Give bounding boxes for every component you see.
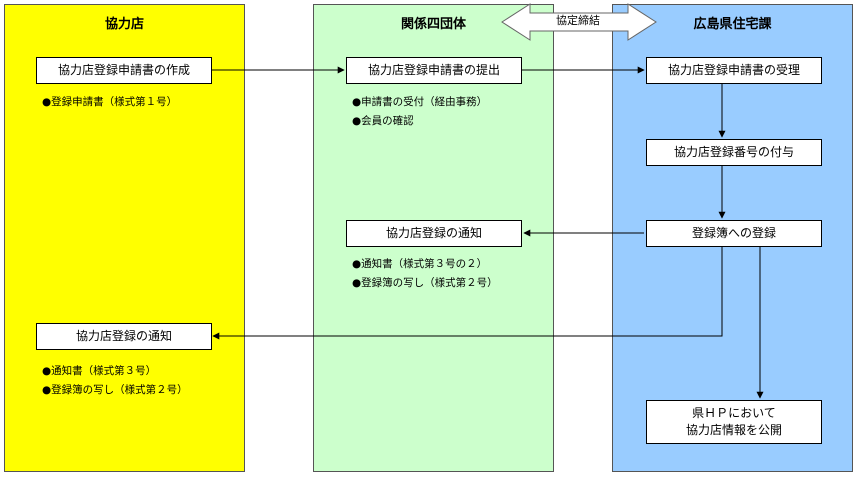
- box-register-ledger: 登録簿への登録: [646, 220, 822, 247]
- box-create-application: 協力店登録申請書の作成: [36, 57, 212, 84]
- lane-title-groups: 関係四団体: [400, 17, 466, 32]
- box-notify-groups: 協力店登録の通知: [346, 220, 522, 247]
- note-item: 登録申請書（様式第１号）: [42, 93, 177, 112]
- note-notify-groups: 通知書（様式第３号の２） 登録簿の写し（様式第２号）: [352, 255, 498, 293]
- lane-title-prefecture: 広島県住宅課: [693, 17, 772, 32]
- lane-title-partner: 協力店: [104, 17, 144, 32]
- box-publish-on-website: 県ＨＰにおいて 協力店情報を公開: [646, 400, 822, 444]
- note-item: 申請書の受付（経由事務）: [352, 93, 487, 112]
- arrow-register-to-partner: [212, 247, 723, 340]
- box-submit-application: 協力店登録申請書の提出: [346, 57, 522, 84]
- note-create: 登録申請書（様式第１号）: [42, 93, 177, 112]
- note-item: 通知書（様式第３号の２）: [352, 255, 498, 274]
- box-receive-application: 協力店登録申請書の受理: [646, 57, 822, 84]
- note-notify-partner: 通知書（様式第３号） 登録簿の写し（様式第２号）: [42, 362, 188, 400]
- publish-line-2: 協力店情報を公開: [685, 423, 782, 437]
- publish-line-1: 県ＨＰにおいて: [692, 405, 776, 420]
- note-item: 通知書（様式第３号）: [42, 362, 188, 381]
- note-submit: 申請書の受付（経由事務） 会員の確認: [352, 93, 487, 131]
- agreement-double-arrow: [501, 3, 657, 41]
- note-item: 会員の確認: [352, 112, 487, 131]
- agreement-label: 協定締結: [556, 14, 600, 27]
- note-item: 登録簿の写し（様式第２号）: [352, 274, 498, 293]
- box-notify-partner: 協力店登録の通知: [36, 323, 212, 350]
- note-item: 登録簿の写し（様式第２号）: [42, 381, 188, 400]
- box-assign-number: 協力店登録番号の付与: [646, 139, 822, 166]
